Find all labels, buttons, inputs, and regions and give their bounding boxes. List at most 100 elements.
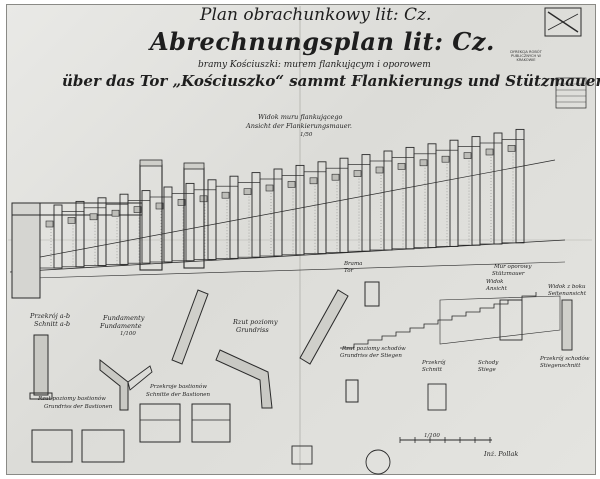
foundations-polish: Fundamenty: [103, 314, 145, 322]
wall-opening: [67, 217, 76, 224]
wall-opening: [419, 159, 428, 167]
detail-section: [427, 383, 447, 411]
wall-opening: [309, 177, 318, 185]
key-plan-frame: [544, 7, 582, 37]
gate-polish: Brama: [344, 261, 363, 267]
pilaster: [339, 157, 349, 253]
retaining-wall-polish: Mur oporowy: [494, 264, 532, 270]
stair-outline: [439, 295, 561, 345]
view-polish: Widok: [486, 279, 504, 285]
title-polish: Plan obrachunkowy lit: Cz.: [200, 5, 432, 25]
legend-table: [555, 77, 587, 109]
side-view-german: Seitenansicht: [548, 291, 587, 297]
elevation-label-polish: Widok muru flankującego: [258, 113, 343, 121]
ground-line: [9, 239, 566, 273]
pilaster: [383, 150, 393, 251]
stair-profile: [340, 292, 537, 349]
stair-plan-polish: Rzut poziomy schodów: [342, 346, 406, 352]
wall-segment: [347, 164, 371, 252]
pilaster: [163, 186, 173, 263]
wall-opening: [331, 173, 340, 181]
engineer-signature: Inż. Pollak: [484, 450, 519, 458]
stairs-polish: Schody: [478, 360, 499, 366]
bastion-plan-german: Grundriss der Bastionen: [44, 404, 113, 410]
pilaster: [119, 193, 129, 265]
round-detail: [365, 449, 391, 475]
bastion-sections-polish: Przekroje bastionów: [150, 384, 207, 390]
gate-pillar: [11, 202, 41, 299]
gate-detail: [364, 281, 380, 307]
slope-line: [34, 159, 556, 259]
wall-opening: [485, 148, 494, 156]
foundations-scale: 1/100: [120, 331, 136, 337]
diagonal-wall-plan: [299, 289, 349, 365]
title-german: Abrechnungsplan lit: Cz.: [150, 27, 495, 56]
elevation-label-german: Ansicht der Flankierungsmauer.: [246, 122, 353, 130]
section-ab-base: [29, 392, 53, 400]
wall-opening: [463, 152, 472, 159]
tower: [139, 164, 163, 271]
wall-opening: [353, 170, 362, 177]
retaining-wall-side: [561, 299, 573, 351]
pilaster: [449, 139, 459, 247]
diagonal-wall-plan: [171, 289, 209, 365]
stair-section-german: Stiegenschnitt: [540, 363, 581, 369]
pilaster: [251, 172, 261, 258]
ground-plan-polish: Rzut poziomy: [233, 318, 278, 326]
pilaster: [427, 143, 437, 249]
pilaster: [493, 132, 503, 245]
side-view-polish: Widok z boku: [548, 284, 586, 290]
view-german: Ansicht: [486, 286, 507, 292]
pilaster: [141, 190, 151, 264]
bastion-plan: [81, 429, 125, 463]
bastion-sections-german: Schnitte der Bastionen: [146, 392, 211, 398]
gate-detail: [345, 379, 359, 403]
pilaster: [471, 136, 481, 246]
subtitle-german: über das Tor „Kościuszko“ sammt Flankier…: [62, 72, 600, 90]
pilaster: [207, 179, 217, 261]
wall-opening: [265, 184, 274, 192]
pilaster: [185, 182, 195, 262]
ground-plan-german: Grundriss: [236, 326, 269, 334]
stairs-german: Stiege: [478, 367, 496, 373]
office-stamp: DYREKCJA ROBÓT PUBLICZNYCH W KRAKOWIE: [510, 50, 542, 63]
section-ab: [33, 334, 49, 396]
wall-opening: [89, 213, 98, 221]
gate-german: Tor: [344, 268, 354, 274]
foundation-plan: [99, 358, 129, 411]
bastion-plan-polish: Rzut poziomy bastionów: [38, 396, 106, 402]
foundation-plan: [127, 365, 153, 391]
wall-opening: [397, 163, 406, 170]
bastion-plan: [31, 429, 73, 463]
wall-opening: [111, 209, 120, 217]
wall-opening: [155, 202, 164, 210]
key-plan-line: [547, 13, 579, 31]
pilaster: [53, 204, 63, 269]
foundation-line: [34, 261, 566, 279]
section-ab-polish: Przekrój a-b: [30, 312, 71, 320]
pilaster: [361, 154, 371, 252]
retaining-wall-german: Stützmauer: [492, 271, 525, 277]
elevation-scale: 1/50: [300, 132, 313, 138]
wall-opening: [45, 220, 54, 228]
wall-opening: [133, 206, 142, 213]
wall-opening: [177, 199, 186, 206]
wall-opening: [441, 155, 450, 163]
stair-plan-german: Grundriss der Stiegen: [340, 353, 402, 359]
foundations-german: Fundamente: [100, 322, 142, 330]
tower-cap: [183, 162, 205, 170]
section-ab-german: Schnitt a-b: [34, 320, 71, 328]
pilaster: [515, 128, 525, 244]
bastion-section: [191, 403, 231, 443]
paper-background: [6, 4, 596, 475]
stair-section: [499, 299, 523, 341]
wall-opening: [221, 191, 230, 199]
bastion-section: [139, 403, 181, 443]
wall-opening: [287, 181, 296, 188]
stair-section-polish: Przekrój schodów: [540, 356, 590, 362]
wall-segment: [501, 139, 525, 244]
wall-opening: [375, 166, 384, 174]
ground-plan-wall: [215, 349, 273, 409]
